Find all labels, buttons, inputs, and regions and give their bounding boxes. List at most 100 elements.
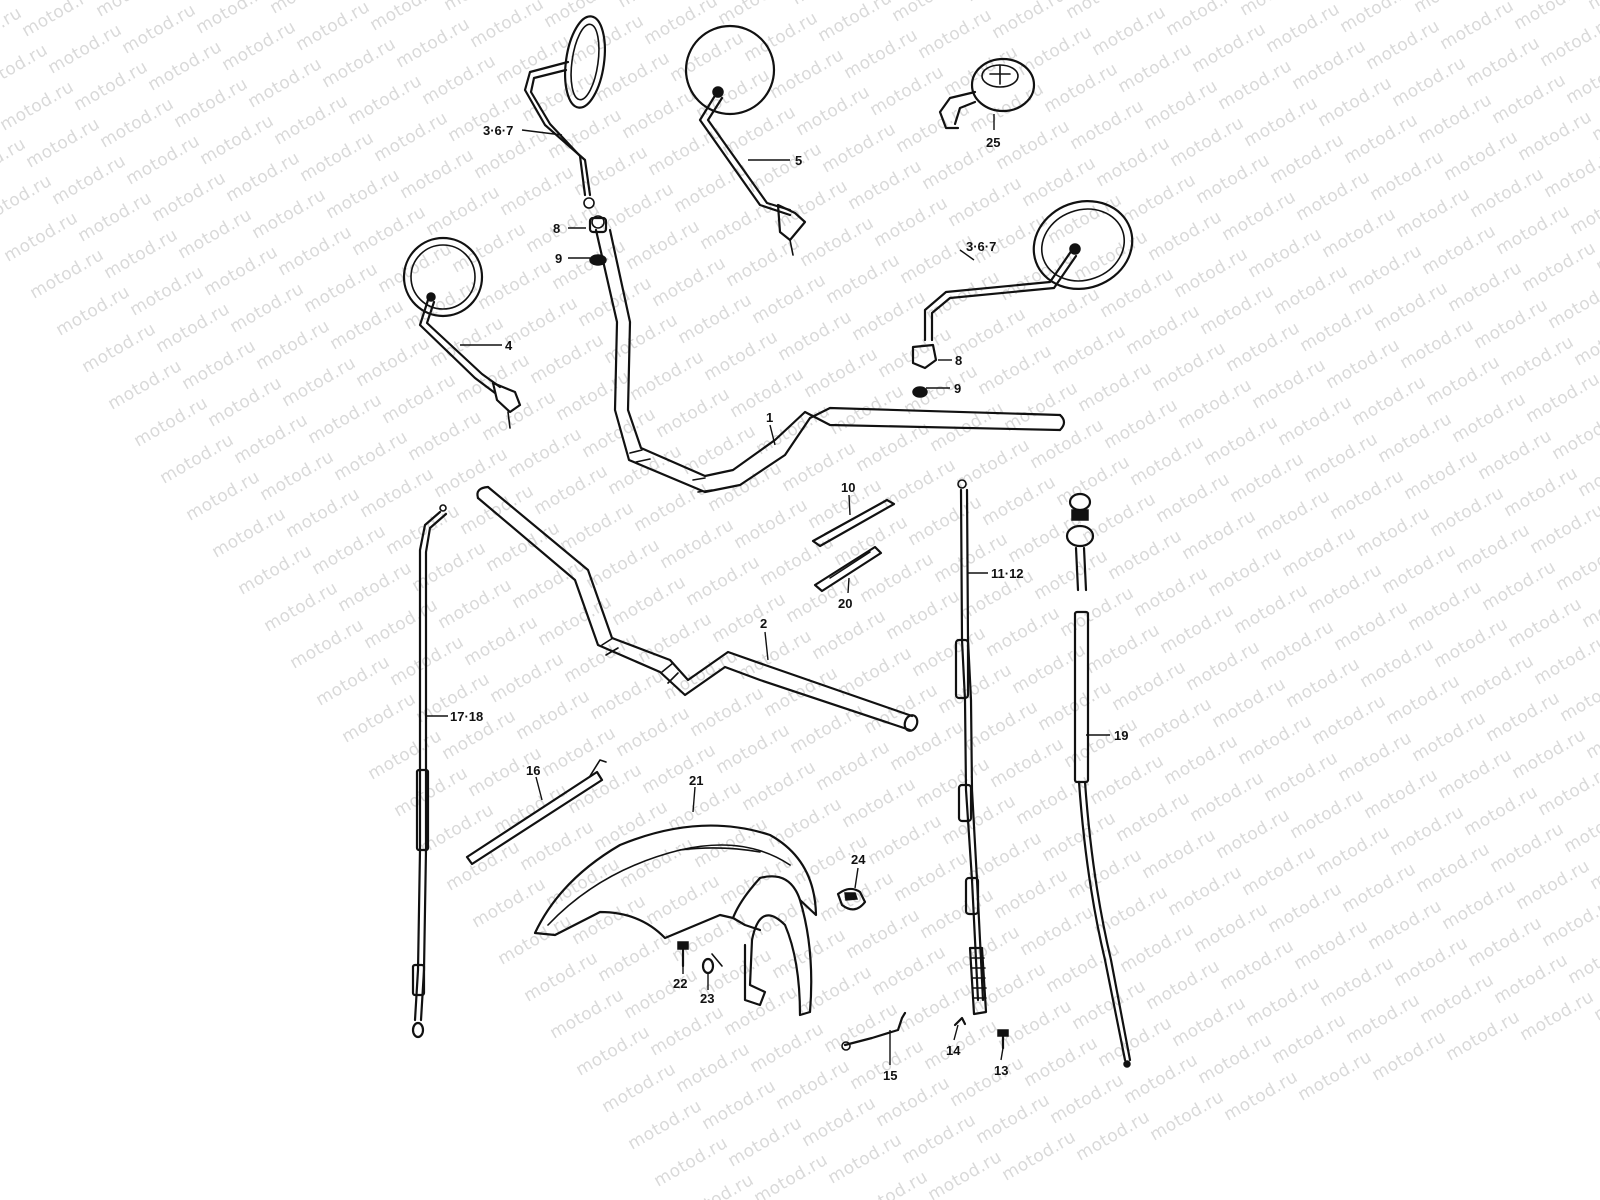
watermark-text: motod.ru bbox=[1491, 950, 1572, 1008]
watermark-text: motod.ru bbox=[867, 62, 948, 120]
watermark-text: motod.ru bbox=[1001, 378, 1082, 436]
watermark-text: motod.ru bbox=[597, 179, 678, 237]
watermark-text: motod.ru bbox=[1027, 415, 1108, 473]
watermark-text: motod.ru bbox=[49, 151, 130, 209]
watermark-text: motod.ru bbox=[1487, 819, 1568, 877]
watermark-text: motod.ru bbox=[457, 481, 538, 539]
watermark-text: motod.ru bbox=[1053, 452, 1134, 510]
watermark-text: motod.ru bbox=[1097, 264, 1178, 322]
watermark-text: motod.ru bbox=[1179, 506, 1260, 564]
watermark-text: motod.ru bbox=[1071, 227, 1152, 285]
watermark-text: motod.ru bbox=[1541, 144, 1600, 202]
watermark-text: motod.ru bbox=[691, 814, 772, 872]
watermark-text: motod.ru bbox=[697, 196, 778, 254]
leader-lines bbox=[427, 114, 1110, 1065]
callout-9-left: 9 bbox=[555, 251, 562, 266]
watermark-text: motod.ru bbox=[1201, 412, 1282, 470]
watermark-text: motod.ru bbox=[995, 996, 1076, 1054]
watermark-text: motod.ru bbox=[1169, 993, 1250, 1051]
watermark-text: motod.ru bbox=[1313, 822, 1394, 880]
watermark-text: motod.ru bbox=[1397, 315, 1478, 373]
callout-8-left: 8 bbox=[553, 221, 560, 236]
watermark-text: motod.ru bbox=[1091, 882, 1172, 940]
callout-1: 1 bbox=[766, 410, 773, 425]
bolt-13 bbox=[997, 1029, 1009, 1050]
watermark-text: motod.ru bbox=[449, 219, 530, 277]
watermark-text: motod.ru bbox=[865, 811, 946, 869]
watermark-text: motod.ru bbox=[1263, 0, 1344, 57]
watermark-text: motod.ru bbox=[627, 347, 708, 405]
watermark-text: motod.ru bbox=[899, 1110, 980, 1168]
watermark-text: motod.ru bbox=[939, 791, 1020, 849]
watermark-text: motod.ru bbox=[671, 159, 752, 217]
watermark-text: motod.ru bbox=[469, 874, 550, 932]
watermark-text: motod.ru bbox=[1531, 631, 1600, 689]
watermark-text: motod.ru bbox=[53, 282, 134, 340]
watermark-text: motod.ru bbox=[1291, 916, 1372, 974]
watermark-text: motod.ru bbox=[847, 1036, 928, 1094]
watermark-text: motod.ru bbox=[227, 279, 308, 337]
watermark-text: motod.ru bbox=[1409, 708, 1490, 766]
watermark-text: motod.ru bbox=[1301, 429, 1382, 487]
watermark-text: motod.ru bbox=[687, 683, 768, 741]
watermark-text: motod.ru bbox=[339, 689, 420, 747]
watermark-text: motod.ru bbox=[553, 367, 634, 425]
watermark-text: motod.ru bbox=[799, 1093, 880, 1151]
watermark-text: motod.ru bbox=[519, 68, 600, 126]
watermark-text: motod.ru bbox=[1219, 187, 1300, 245]
watermark-text: motod.ru bbox=[1195, 1030, 1276, 1088]
watermark-text: motod.ru bbox=[609, 572, 690, 630]
watermark-text: motod.ru bbox=[235, 541, 316, 599]
watermark-text: motod.ru bbox=[1171, 244, 1252, 302]
watermark-text: motod.ru bbox=[975, 341, 1056, 399]
watermark-text: motod.ru bbox=[1513, 856, 1594, 914]
callout-8-right: 8 bbox=[955, 353, 962, 368]
watermark-text: motod.ru bbox=[1527, 500, 1600, 558]
watermark-text: motod.ru bbox=[1561, 799, 1600, 857]
watermark-text: motod.ru bbox=[1121, 1050, 1202, 1108]
watermark-text: motod.ru bbox=[861, 680, 942, 738]
watermark-text: motod.ru bbox=[993, 116, 1074, 174]
watermark-text: motod.ru bbox=[293, 0, 374, 55]
watermark-text: motod.ru bbox=[1371, 278, 1452, 336]
watermark-text: motod.ru bbox=[849, 287, 930, 345]
watermark-text: motod.ru bbox=[1049, 321, 1130, 379]
watermark-text: motod.ru bbox=[643, 871, 724, 929]
watermark-text: motod.ru bbox=[1075, 358, 1156, 416]
watermark-text: motod.ru bbox=[1161, 731, 1242, 789]
watermark-text: motod.ru bbox=[709, 589, 790, 647]
watermark-text: motod.ru bbox=[501, 293, 582, 351]
watermark-text: motod.ru bbox=[1445, 258, 1526, 316]
watermark-text: motod.ru bbox=[547, 985, 628, 1043]
watermark-text: motod.ru bbox=[569, 891, 650, 949]
watermark-text: motod.ru bbox=[797, 213, 878, 271]
watermark-text: motod.ru bbox=[257, 447, 338, 505]
watermark-text: motod.ru bbox=[309, 521, 390, 579]
clamp-10 bbox=[811, 498, 896, 548]
watermark-text: motod.ru bbox=[649, 253, 730, 311]
watermark-text: motod.ru bbox=[673, 1039, 754, 1097]
watermark-text: motod.ru bbox=[879, 455, 960, 513]
watermark-text: motod.ru bbox=[813, 737, 894, 795]
watermark-text: motod.ru bbox=[997, 247, 1078, 305]
watermark-text: motod.ru bbox=[1361, 765, 1442, 823]
watermark-text: motod.ru bbox=[1153, 469, 1234, 527]
watermark-text: motod.ru bbox=[79, 319, 160, 377]
watermark-text: motod.ru bbox=[871, 193, 952, 251]
watermark-text: motod.ru bbox=[839, 774, 920, 832]
watermark-text: motod.ru bbox=[1147, 1087, 1228, 1145]
watermark-text: motod.ru bbox=[375, 239, 456, 297]
watermark-text: motod.ru bbox=[1465, 913, 1546, 971]
watermark-text: motod.ru bbox=[521, 948, 602, 1006]
watermark-text: motod.ru bbox=[405, 407, 486, 465]
watermark-text: motod.ru bbox=[153, 299, 234, 357]
watermark-text: motod.ru bbox=[497, 162, 578, 220]
watermark-text: motod.ru bbox=[843, 905, 924, 963]
watermark-text: motod.ru bbox=[661, 646, 742, 704]
watermark-text: motod.ru bbox=[921, 1016, 1002, 1074]
watermark-text: motod.ru bbox=[331, 427, 412, 485]
watermark-text: motod.ru bbox=[1415, 90, 1496, 148]
watermark-text: motod.ru bbox=[809, 606, 890, 664]
watermark-text: motod.ru bbox=[1139, 825, 1220, 883]
watermark-text: motod.ru bbox=[513, 686, 594, 744]
